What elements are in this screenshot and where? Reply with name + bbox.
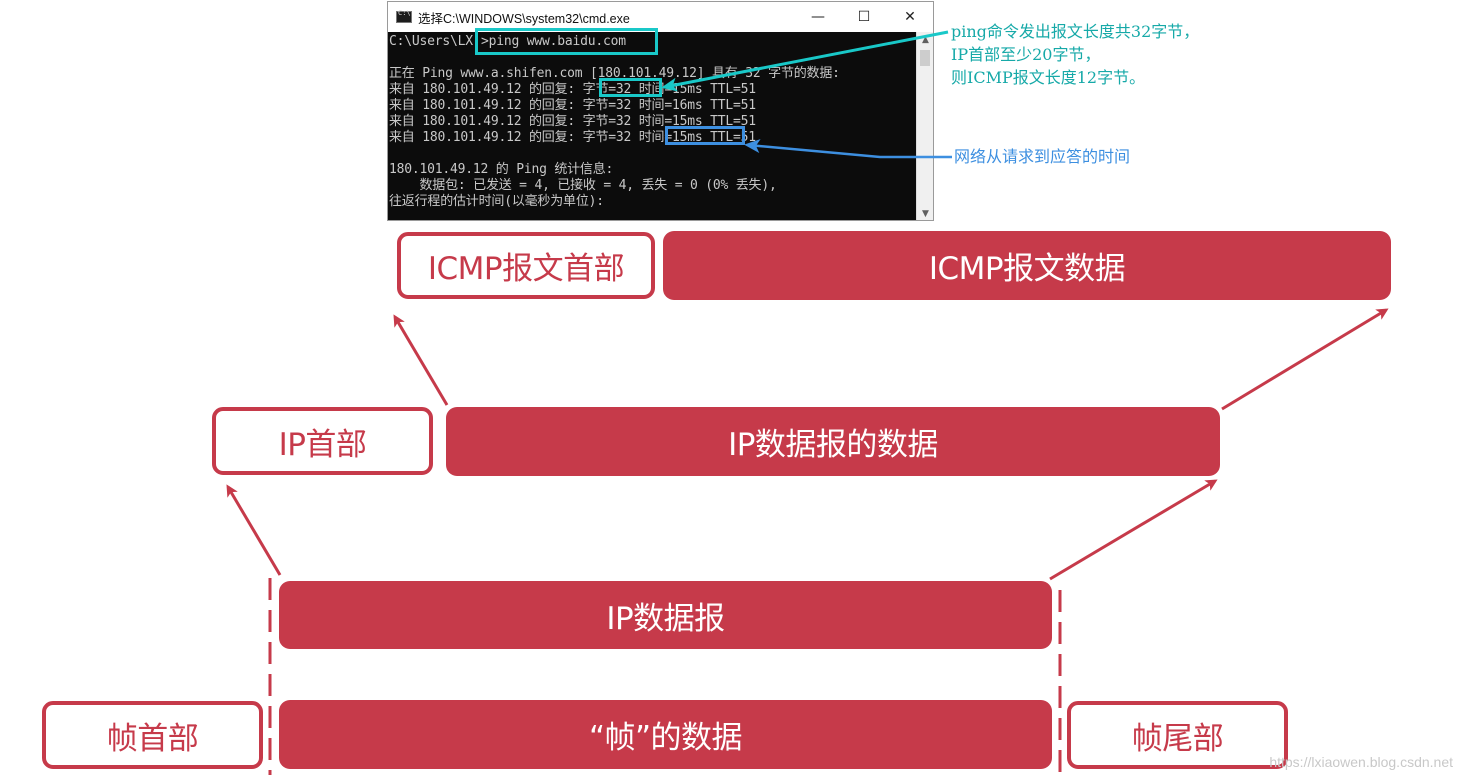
scroll-down-icon[interactable]: ▼ [922, 209, 929, 219]
icmp-data-box: ICMP报文数据 [663, 231, 1391, 300]
frame-data-box: “帧”的数据 [279, 700, 1052, 769]
scroll-thumb[interactable] [920, 50, 930, 66]
console-reply-line: 来自 180.101.49.12 的回复: 字节=32 时间=16ms TTL=… [389, 98, 756, 113]
window-controls: — ☐ ✕ [795, 2, 933, 32]
bytes-highlight-box [599, 78, 662, 97]
console-rtt-title: 往返行程的估计时间(以毫秒为单位): [389, 194, 604, 209]
packet-size-annotation: ping命令发出报文长度共32字节， IP首部至少20字节， 则ICMP报文长度… [951, 22, 1200, 87]
minimize-icon[interactable]: — [811, 9, 825, 25]
ip-header-box: IP首部 [212, 407, 433, 475]
ip-payload-box: IP数据报的数据 [446, 407, 1220, 476]
ip-datagram-box: IP数据报 [279, 581, 1052, 649]
arrow-to-icmp-data [1221, 308, 1389, 411]
cmd-window-title: 选择C:\WINDOWS\system32\cmd.exe [418, 11, 630, 26]
console-reply-line: 来自 180.101.49.12 的回复: 字节=32 时间=15ms TTL=… [389, 114, 756, 129]
bytes-pointer-arrow [661, 30, 949, 92]
frame-trailer-box: 帧尾部 [1067, 701, 1288, 769]
console-stats-packets: 数据包: 已发送 = 4, 已接收 = 4, 丢失 = 0 (0% 丢失), [389, 178, 777, 193]
cmd-app-icon [396, 9, 412, 23]
console-command: >ping www.baidu.com [481, 34, 626, 49]
close-icon[interactable]: ✕ [904, 9, 916, 25]
arrow-to-ip-payload [1049, 479, 1218, 581]
cmd-window: 选择C:\WINDOWS\system32\cmd.exe — ☐ ✕ C:\U… [387, 1, 934, 221]
time-pointer-arrow [744, 139, 952, 159]
time-highlight-box [665, 126, 745, 145]
arrow-to-ip-header [226, 484, 282, 576]
watermark: https://lxiaowen.blog.csdn.net [1269, 754, 1453, 770]
frame-header-box: 帧首部 [42, 701, 263, 769]
console-stats-title: 180.101.49.12 的 Ping 统计信息: [389, 162, 614, 177]
console-prompt: C:\Users\LX [389, 34, 473, 49]
maximize-icon[interactable]: ☐ [857, 9, 871, 25]
arrow-to-icmp-header [393, 314, 449, 406]
cmd-console-output[interactable]: C:\Users\LX >ping www.baidu.com 正在 Ping … [388, 32, 917, 220]
response-time-annotation: 网络从请求到应答的时间 [954, 147, 1131, 166]
scroll-up-icon[interactable]: ▲ [922, 35, 929, 45]
cmd-titlebar[interactable]: 选择C:\WINDOWS\system32\cmd.exe — ☐ ✕ [388, 2, 933, 32]
cmd-scrollbar[interactable]: ▲ ▼ [916, 32, 933, 220]
icmp-header-box: ICMP报文首部 [397, 232, 655, 299]
command-highlight-box [475, 28, 658, 55]
